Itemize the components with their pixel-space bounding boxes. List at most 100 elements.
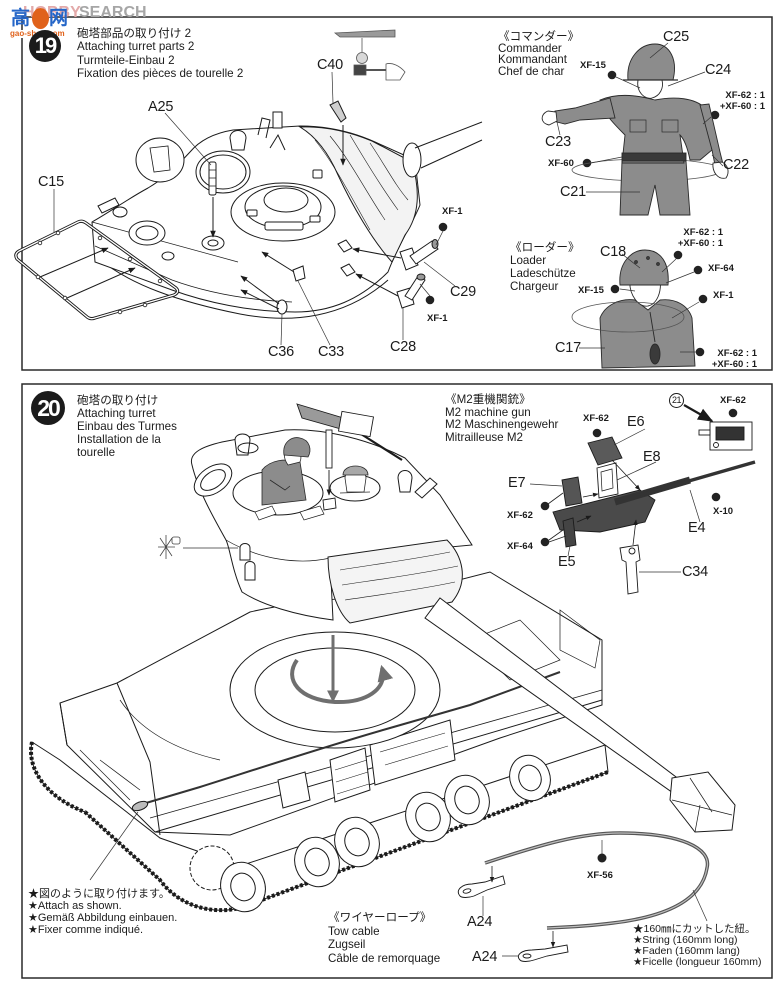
attach-note-ja: ★図のように取り付けます。	[28, 888, 170, 900]
loader-heading-en: Loader	[510, 254, 547, 267]
m2-on-turret	[296, 403, 403, 511]
part-label-c22: C22	[723, 157, 749, 173]
string-note-en: ★String (160mm long)	[633, 934, 738, 946]
step19-turret-drawing	[91, 111, 483, 319]
part-label-e4: E4	[688, 520, 706, 536]
turret-ring	[229, 631, 441, 749]
a25-antenna-base	[208, 161, 217, 196]
a24-lower-eye	[517, 944, 569, 962]
commander-heading: 《コマンダー》 Commander Kommandant Chef de cha…	[498, 31, 579, 77]
cut-off-mark	[158, 535, 238, 559]
c29-part	[399, 239, 439, 271]
c36-part	[276, 299, 288, 315]
part-label-c36: C36	[268, 344, 294, 360]
string-note-ja: ★160㎜にカットした紐。	[633, 923, 756, 935]
paint-mix-line-2: +XF-60 : 1	[719, 100, 765, 112]
step19-title-en: Attaching turret parts 2	[77, 40, 195, 54]
ref-step-21-badge: 21	[669, 393, 684, 408]
paint-label-commander-uniform: XF-62 : 1 +XF-60 : 1	[719, 90, 765, 112]
commander-heading-ja: 《コマンダー》	[498, 30, 580, 43]
gun-barrel	[414, 121, 483, 169]
c33-part	[292, 265, 306, 282]
m2-heading-en: M2 machine gun	[445, 405, 531, 419]
paint-label-tow-cable: XF-56	[587, 870, 613, 881]
string-note-fr: ★Ficelle (longueur 160mm)	[633, 956, 762, 968]
step20-title-fr-1: Installation de la	[77, 433, 161, 446]
mantlet	[327, 539, 463, 624]
part-label-e7: E7	[508, 475, 526, 491]
part-label-e6: E6	[627, 414, 645, 430]
paint-label-loader-xf1: XF-1	[713, 290, 734, 301]
part-label-c18: C18	[600, 244, 626, 260]
commander-heading-en: Commander	[498, 41, 562, 55]
turret-crew-figures	[261, 437, 371, 506]
attach-note-en: ★Attach as shown.	[28, 900, 122, 912]
m2-heading: 《M2重機関銃》 M2 machine gun M2 Maschinengewe…	[445, 393, 558, 445]
paint-label-c28-xf1: XF-1	[427, 313, 448, 324]
a24-upper-eye	[457, 875, 506, 898]
step20-title: 砲塔の取り付け Attaching turret Einbau des Turm…	[77, 394, 177, 459]
loader-heading-de: Ladeschütze	[510, 267, 576, 280]
part-label-c24: C24	[705, 62, 731, 78]
tow-cable-heading-de: Zugseil	[328, 938, 366, 951]
commander-heading-fr: Chef de char	[498, 64, 565, 78]
c15-rack	[14, 219, 180, 321]
tow-cable-heading-fr: Câble de remorquage	[328, 951, 441, 965]
part-label-c23: C23	[545, 134, 571, 150]
loader-heading-ja: 《ローダー》	[510, 241, 580, 254]
paint-label-ammo-box: XF-62	[720, 395, 746, 406]
watermark-logo-right: 网	[49, 8, 69, 29]
step20-badge: 20	[31, 391, 65, 425]
part-label-c40: C40	[317, 57, 343, 73]
part-label-a24-lower: A24	[472, 949, 498, 965]
loader-leaders	[579, 253, 700, 353]
step20-title-ja: 砲塔の取り付け	[77, 394, 159, 407]
part-label-e8: E8	[643, 449, 661, 465]
step20-frame	[21, 383, 773, 979]
paint-label-c29-xf1: XF-1	[442, 206, 463, 217]
step20-title-en: Attaching turret	[77, 407, 156, 420]
watermark-thumb-icon	[32, 8, 49, 29]
road-wheels	[189, 754, 551, 913]
step19-title-ja: 砲塔部品の取り付け 2	[77, 27, 192, 40]
step19-title: 砲塔部品の取り付け 2 Attaching turret parts 2 Tur…	[77, 27, 243, 80]
m2-exploded	[529, 428, 756, 595]
watermark-brand-search: SEARCH	[79, 4, 147, 21]
step19-title-de: Turmteile-Einbau 2	[77, 53, 175, 67]
step19-title-fr: Fixation des pièces de tourelle 2	[77, 66, 244, 80]
attach-note-de: ★Gemäß Abbildung einbauen.	[28, 912, 178, 924]
open-hatch	[135, 137, 185, 183]
c40-bracket	[329, 100, 347, 123]
loader-heading-fr: Chargeur	[510, 280, 559, 293]
paint-label-loader-uniform: XF-62 : 1 +XF-60 : 1	[711, 348, 757, 370]
attach-note: ★図のように取り付けます。 ★Attach as shown. ★Gemäß A…	[28, 888, 177, 936]
part-label-c15: C15	[38, 174, 64, 190]
step20-title-de: Einbau des Turmes	[77, 420, 177, 433]
step19-leaders	[53, 71, 456, 346]
paint-label-e5: XF-64	[507, 541, 533, 552]
tow-cable-detail	[89, 811, 710, 962]
part-label-c33: C33	[318, 344, 344, 360]
paint-mix-line-2: +XF-60 : 1	[711, 358, 757, 370]
commander-figure	[541, 43, 729, 216]
c34-mount	[619, 544, 641, 595]
paint-drops-step19	[425, 70, 720, 357]
mantlet-canvas	[298, 126, 418, 263]
m2-heading-fr: Mitrailleuse M2	[445, 431, 523, 445]
loader-heading: 《ローダー》 Loader Ladeschütze Chargeur	[510, 241, 580, 293]
tow-cable-heading-ja: 《ワイヤーロープ》	[328, 911, 432, 924]
part-label-c29: C29	[450, 284, 476, 300]
paint-mix-line-1: XF-62 : 1	[725, 90, 765, 101]
muzzle-brake	[669, 771, 736, 833]
string-note-de: ★Faden (160mm lang)	[633, 945, 740, 957]
part-label-a24-upper: A24	[467, 914, 493, 930]
c28-part	[396, 273, 426, 309]
part-label-c34: C34	[682, 564, 708, 580]
paint-label-loader-helmet: XF-62 : 1 +XF-60 : 1	[678, 227, 723, 249]
tow-cable-heading-en: Tow cable	[328, 924, 380, 938]
commander-heading-de: Kommandant	[498, 53, 567, 67]
e7-plate	[561, 476, 583, 507]
paint-label-e4: X-10	[713, 506, 734, 517]
part-label-e5: E5	[558, 554, 576, 570]
